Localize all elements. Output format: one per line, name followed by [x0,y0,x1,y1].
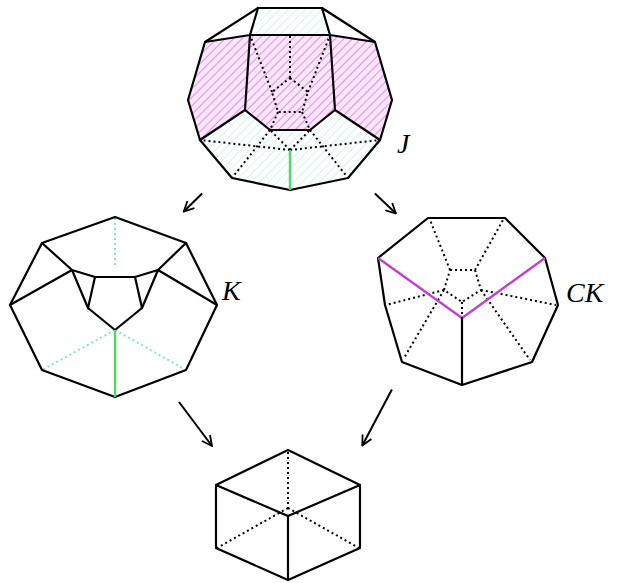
polytope-k [10,217,217,397]
cube [216,450,360,580]
arrow [375,193,396,213]
solid-edge [461,318,463,385]
solid-edge [88,277,142,330]
green-edge [289,150,291,190]
green-edge [114,330,116,397]
polytope-node [215,450,360,580]
solid-edge [10,243,217,308]
polytope-node: CK [378,217,558,385]
dotted-edge [250,35,330,130]
dotted-edge [272,78,308,112]
polytope-node: K [8,215,218,398]
polytope-ck [378,218,558,385]
magenta-edge [378,258,545,318]
outline [188,8,392,190]
arrow [179,402,212,446]
polytope-label: CK [566,279,603,307]
solid-edge [216,485,360,580]
hatched-region [250,8,330,35]
solid-edge [200,8,380,140]
polytope-node: J [185,5,392,190]
arrow [362,389,392,445]
outline [378,218,558,385]
dotted-edge [386,220,556,360]
arrow [184,194,202,212]
outline [216,450,360,580]
polytope-label: K [222,277,241,305]
polytope-label: J [397,130,409,158]
dotted-edge [444,270,481,302]
polytope-j [188,8,392,190]
outline [10,217,217,397]
hatched-face [188,35,392,140]
